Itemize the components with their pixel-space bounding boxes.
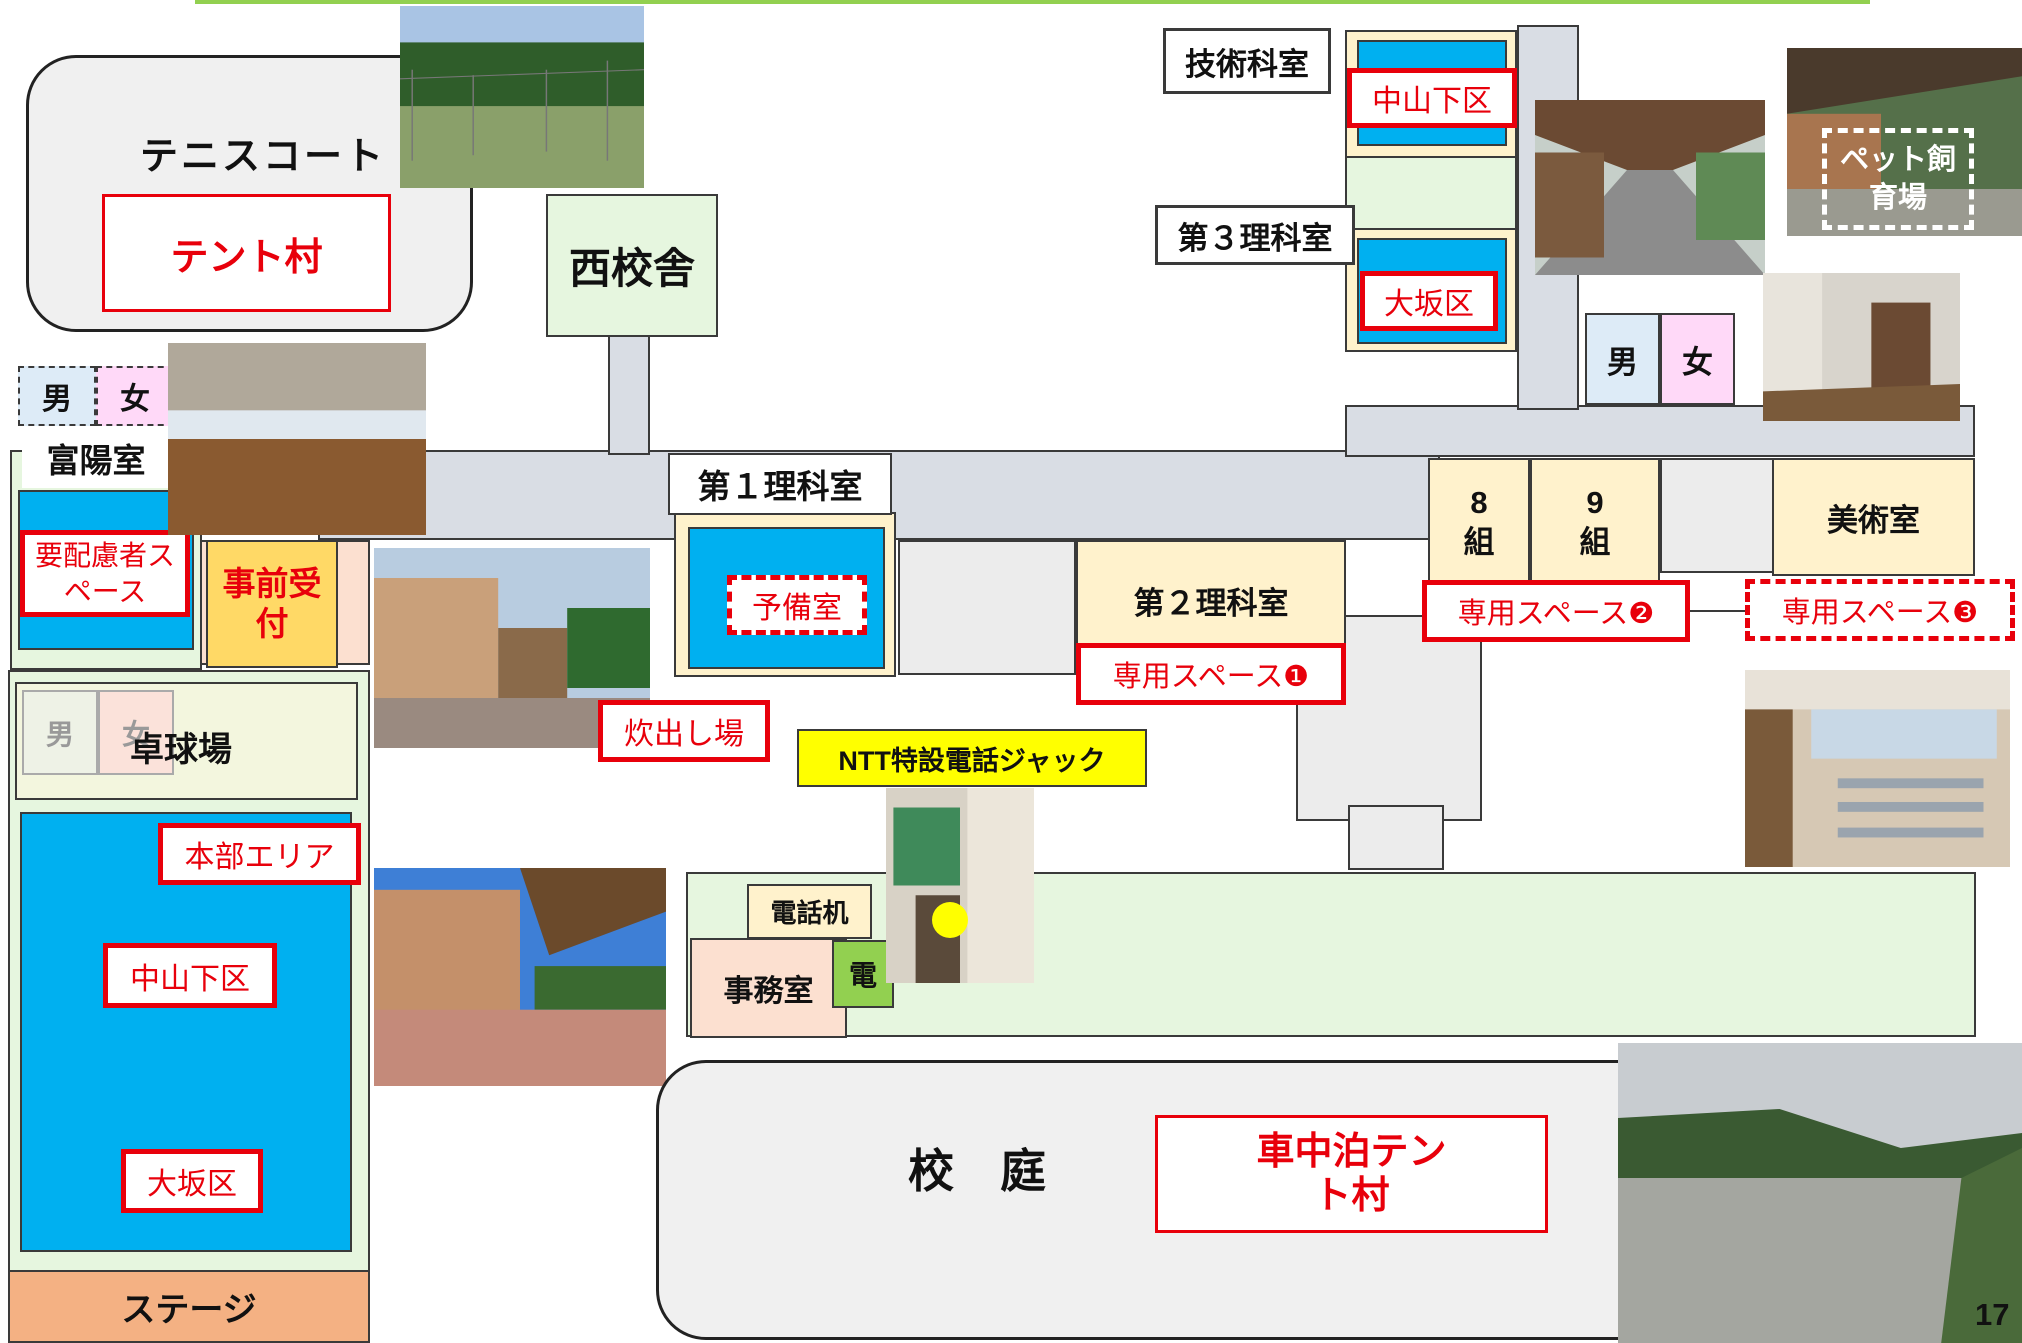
kumi9-room: 9組 [1530, 458, 1660, 588]
restroom-male-left-label: 男 [42, 383, 72, 416]
top-divider [195, 0, 1870, 4]
schoolyard-photo [1618, 1043, 2022, 1343]
yohairyo-label: 要配慮者スペース [20, 530, 190, 617]
restroom-female-right: 女 [1660, 313, 1735, 405]
takkyu-label: 卓球場 [130, 731, 232, 769]
room-green-mid [1345, 156, 1517, 230]
page-number: 17 [1975, 1297, 2010, 1332]
classroom-photo [1745, 670, 2010, 867]
denwaki-label: 電話机 [747, 884, 872, 939]
jimu-room: 事務室 [690, 938, 847, 1038]
yobi-label: 予備室 [727, 575, 867, 635]
restroom-male-left [18, 366, 96, 426]
corridor-west [608, 335, 650, 455]
honbu-label: 本部エリア [158, 823, 361, 885]
tennis-court-label: テニスコート [140, 136, 387, 178]
connector-line [1690, 610, 1750, 612]
senyo1-label: 専用スペース❶ [1076, 643, 1346, 705]
annex-gray-3 [1348, 805, 1444, 870]
restroom-male-right: 男 [1585, 313, 1660, 405]
restroom-female-left-label: 女 [120, 383, 150, 416]
ntt-phone-photo [886, 788, 1034, 983]
tent-village-label: テント村 [102, 194, 391, 312]
den-room: 電 [832, 940, 894, 1008]
pet-area-label: ペット飼育場 [1822, 128, 1974, 230]
restroom-female-gym: 女 [98, 690, 174, 775]
rika3-room-label: 第３理科室 [1155, 205, 1355, 265]
senyo3-label: 専用スペース❸ [1745, 579, 2015, 641]
west-building: 西校舎 [546, 194, 718, 337]
nakayama-top-label: 中山下区 [1347, 68, 1517, 128]
nakayama-gym-label: 中山下区 [103, 943, 277, 1008]
ntt-jack-marker [932, 902, 968, 938]
corridor-photo [1535, 100, 1765, 275]
kumi8-room: 8組 [1428, 458, 1530, 588]
rika2-room: 第２理科室 [1076, 540, 1346, 660]
restroom-male-gym: 男 [22, 690, 98, 775]
annex-gray-1 [898, 540, 1076, 675]
jizen-uketsuke: 事前受付 [206, 540, 338, 668]
osaka-gym-label: 大坂区 [121, 1149, 263, 1213]
senyo2-label: 専用スペース❷ [1422, 580, 1690, 642]
shachuhaku-label: 車中泊テント村 [1155, 1115, 1548, 1233]
tomiyo-label: 富陽室 [22, 428, 170, 488]
kotei-label: 校 庭 [908, 1145, 1046, 1197]
stage: ステージ [8, 1270, 370, 1343]
pet-area-photo [1787, 48, 2022, 236]
restroom-female-left [96, 366, 174, 426]
gym-photo [168, 343, 426, 535]
rika1-label: 第１理科室 [668, 453, 892, 515]
suidashi-label: 炊出し場 [598, 700, 770, 762]
hallway-photo [1763, 273, 1960, 421]
osaka-top-label: 大坂区 [1360, 271, 1498, 331]
building-photo-2 [374, 868, 666, 1086]
gijutsu-room-label: 技術科室 [1163, 28, 1331, 94]
tennis-court-photo [400, 6, 644, 188]
bijutsu-room: 美術室 [1772, 458, 1975, 576]
annex-gray-4 [1660, 458, 1775, 573]
ntt-label: NTT特設電話ジャック [797, 729, 1147, 787]
